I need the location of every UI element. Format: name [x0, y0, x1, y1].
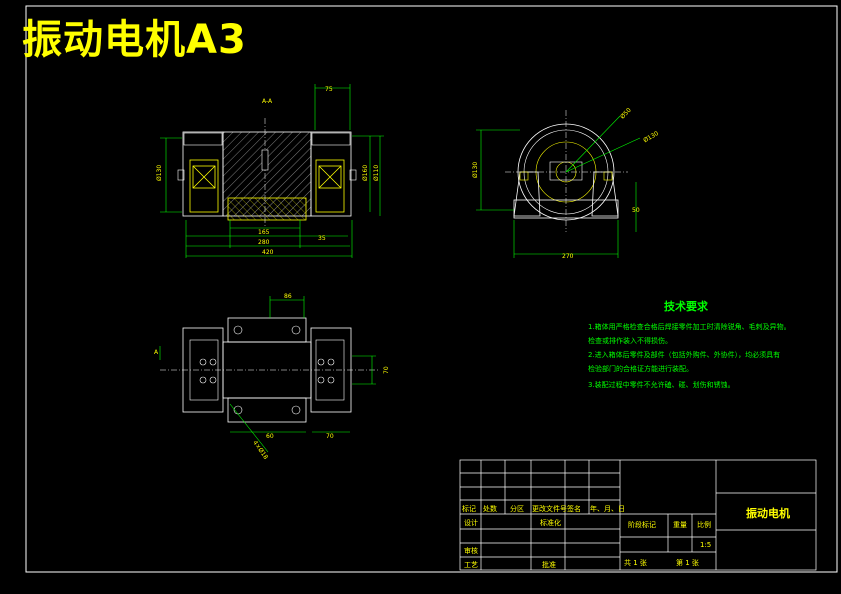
tb-scale-value: 1:5	[700, 541, 712, 549]
tech-requirement-line: 检验部门的合格证方能进行装配。	[588, 365, 693, 373]
title-block-grid	[459, 459, 817, 571]
tb-label-date: 年、月、日	[590, 505, 625, 513]
right-bearing	[318, 165, 342, 189]
tb-sheet-total: 共 1 张	[624, 559, 647, 567]
dim-front-left-height: Ø130	[156, 165, 163, 181]
dim-plan-bottom-2: 70	[326, 433, 334, 440]
dim-side-right: 50	[632, 207, 640, 214]
plan-view	[159, 296, 380, 453]
tb-weight: 重量	[673, 521, 687, 529]
rotor-core	[227, 197, 307, 221]
tb-process: 工艺	[464, 561, 478, 569]
tech-requirement-line: 检查或排作装入不得损伤。	[588, 337, 672, 345]
dim-front-bottom-3: 35	[318, 235, 326, 242]
dim-side-diam-2: Ø130	[642, 130, 660, 144]
tb-review: 审核	[464, 547, 478, 555]
tb-label-mark: 标记	[462, 505, 476, 513]
drawing-frame	[25, 5, 838, 573]
tb-drawing-name: 振动电机	[746, 507, 790, 520]
dim-front-top: 75	[325, 86, 333, 93]
tb-label-change-doc: 更改文件号	[532, 505, 567, 513]
dim-plan-bottom-1: 60	[266, 433, 274, 440]
tech-requirement-line: 1.箱体用严格检查合格后焊接零件加工时清除锐角、毛刺及异物。	[588, 323, 791, 331]
tb-approve: 批准	[542, 561, 556, 569]
dim-plan-top: 86	[284, 293, 292, 300]
dim-side-diam-1: Ø50	[619, 107, 633, 121]
side-view	[476, 110, 641, 258]
tb-standardization: 标准化	[540, 519, 561, 527]
tb-label-zone: 分区	[510, 505, 524, 513]
section-label: A-A	[262, 98, 273, 105]
left-bearing	[192, 165, 216, 189]
front-section-view	[160, 84, 384, 258]
left-housing	[182, 131, 224, 217]
tech-requirement-line: 3.装配过程中零件不允许磕、碰、划伤和锈蚀。	[588, 381, 735, 389]
dim-front-bottom-1: 165	[258, 229, 270, 236]
tb-design: 设计	[464, 519, 478, 527]
tb-label-count: 处数	[483, 505, 497, 513]
tb-label-sign: 签名	[567, 505, 581, 513]
dim-plan-section-left: A	[154, 349, 159, 356]
dim-side-base: 270	[562, 253, 574, 260]
dim-front-bottom-2: 280	[258, 239, 270, 246]
tb-sheet-no: 第 1 张	[676, 559, 699, 567]
dim-plan-right: 70	[383, 366, 390, 374]
dim-side-height: Ø130	[472, 162, 479, 178]
dim-front-bottom-overall: 420	[262, 249, 274, 256]
dim-front-right-a: Ø160	[362, 165, 369, 181]
tb-stage-mark: 阶段标记	[628, 521, 656, 529]
tech-requirement-line: 2.进入箱体后零件及部件（包括外购件、外协件），均必须具有	[588, 351, 781, 359]
dim-front-right-b: Ø110	[373, 165, 380, 181]
right-housing	[310, 131, 352, 217]
tb-ratio: 比例	[697, 521, 711, 529]
drawing-title-banner: 振动电机A3	[22, 17, 247, 63]
tech-requirements-title: 技术要求	[664, 300, 708, 313]
